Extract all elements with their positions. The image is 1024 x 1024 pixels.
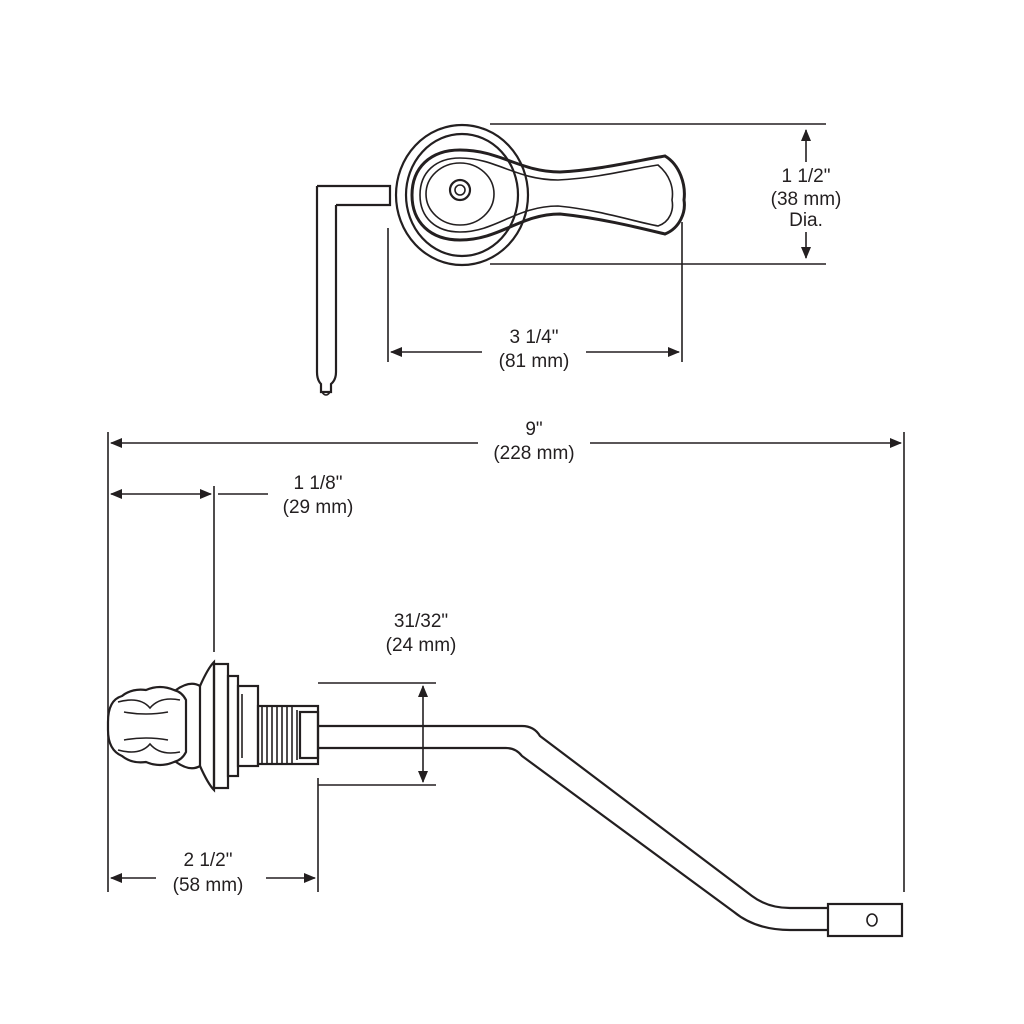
overall-length-imperial-label: 9" [525, 419, 542, 440]
shank-length-metric-label: (58 mm) [173, 875, 244, 896]
diameter-dimension: 1 1/2" (38 mm) Dia. [490, 123, 856, 265]
diameter-metric-label: (38 mm) [771, 189, 842, 210]
handle-depth-dimension: 1 1/8" (29 mm) [110, 473, 354, 652]
diameter-suffix-label: Dia. [789, 210, 823, 231]
shank-diameter-imperial-label: 31/32" [394, 611, 448, 632]
handle-depth-imperial-label: 1 1/8" [293, 473, 342, 494]
shank-diameter-dimension: 31/32" (24 mm) [318, 611, 457, 786]
shank-diameter-metric-label: (24 mm) [386, 635, 457, 656]
trip-arm [318, 724, 904, 938]
overall-length-dimension: 9" (228 mm) [107, 412, 905, 892]
shank-length-imperial-label: 2 1/2" [183, 850, 232, 871]
handle-length-dimension: 3 1/4" (81 mm) [387, 222, 683, 374]
handle-length-imperial-label: 3 1/4" [509, 327, 558, 348]
top-view-handle [315, 123, 686, 396]
side-view-handle [106, 659, 260, 793]
handle-depth-metric-label: (29 mm) [283, 497, 354, 518]
threaded-shank [256, 704, 320, 766]
shank-length-dimension: 2 1/2" (58 mm) [110, 778, 319, 898]
handle-length-metric-label: (81 mm) [499, 351, 570, 372]
diameter-imperial-label: 1 1/2" [781, 166, 830, 187]
overall-length-metric-label: (228 mm) [493, 443, 574, 464]
